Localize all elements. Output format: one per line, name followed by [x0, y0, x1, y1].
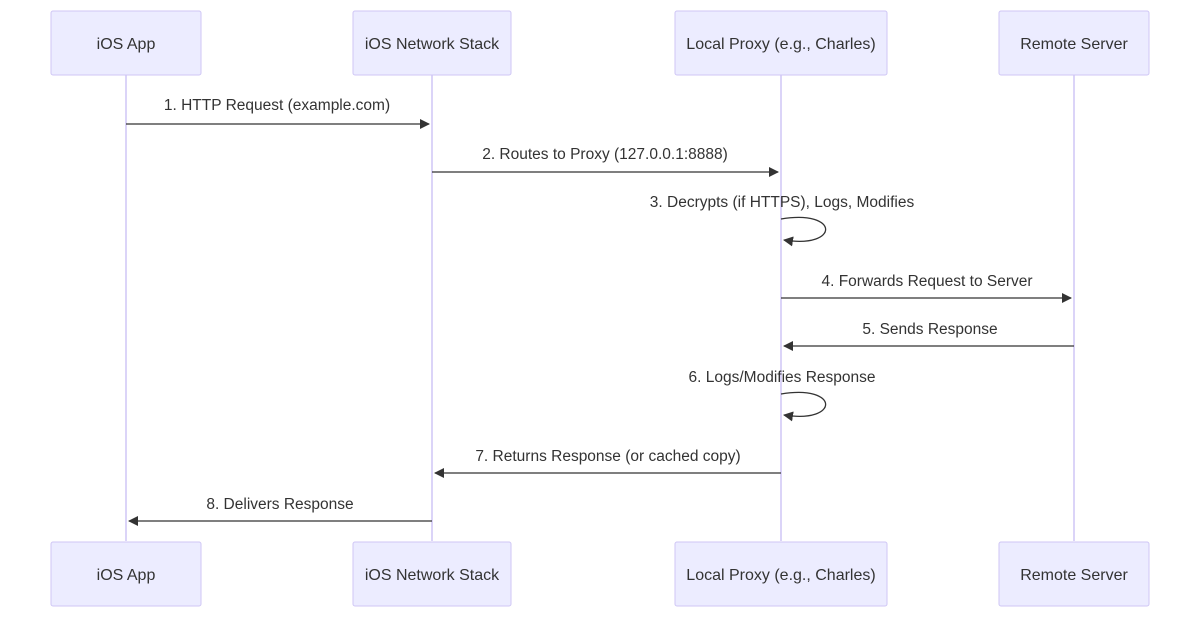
message-label-8: 8. Delivers Response [206, 496, 353, 513]
actor-remote-server-bottom: Remote Server [998, 541, 1150, 607]
message-3: 3. Decrypts (if HTTPS), Logs, Modifies [650, 194, 915, 247]
message-loop-3 [780, 216, 827, 247]
message-loop-6 [780, 391, 827, 422]
actor-ios-app-bottom: iOS App [50, 541, 202, 607]
actor-local-proxy-top: Local Proxy (e.g., Charles) [674, 10, 888, 76]
message-label-4: 4. Forwards Request to Server [821, 273, 1032, 290]
actor-label-ios-app-bottom: iOS App [97, 567, 156, 584]
message-7: 7. Returns Response (or cached copy) [434, 448, 781, 478]
message-6: 6. Logs/Modifies Response [689, 369, 876, 422]
message-label-5: 5. Sends Response [862, 321, 997, 338]
message-1: 1. HTTP Request (example.com) [126, 97, 430, 129]
lifelines [125, 75, 1075, 541]
actor-remote-server-top: Remote Server [998, 10, 1150, 76]
message-4: 4. Forwards Request to Server [781, 273, 1072, 303]
actor-ios-network-stack-bottom: iOS Network Stack [352, 541, 512, 607]
actor-local-proxy-bottom: Local Proxy (e.g., Charles) [674, 541, 888, 607]
actor-label-ios-network-stack: iOS Network Stack [365, 36, 500, 53]
message-label-1: 1. HTTP Request (example.com) [164, 97, 390, 114]
message-8: 8. Delivers Response [128, 496, 432, 526]
actor-label-local-proxy: Local Proxy (e.g., Charles) [686, 36, 875, 53]
message-label-6: 6. Logs/Modifies Response [689, 369, 876, 386]
message-5: 5. Sends Response [783, 321, 1074, 351]
message-label-3: 3. Decrypts (if HTTPS), Logs, Modifies [650, 194, 915, 211]
message-2: 2. Routes to Proxy (127.0.0.1:8888) [432, 146, 779, 177]
actor-ios-app-top: iOS App [50, 10, 202, 76]
actor-label-ios-network-stack-bottom: iOS Network Stack [365, 567, 500, 584]
actor-ios-network-stack-top: iOS Network Stack [352, 10, 512, 76]
actor-label-local-proxy-bottom: Local Proxy (e.g., Charles) [686, 567, 875, 584]
actor-label-remote-server: Remote Server [1020, 36, 1128, 53]
actor-label-remote-server-bottom: Remote Server [1020, 567, 1128, 584]
actor-label-ios-app: iOS App [97, 36, 156, 53]
message-label-2: 2. Routes to Proxy (127.0.0.1:8888) [482, 146, 728, 163]
message-label-7: 7. Returns Response (or cached copy) [475, 448, 740, 465]
